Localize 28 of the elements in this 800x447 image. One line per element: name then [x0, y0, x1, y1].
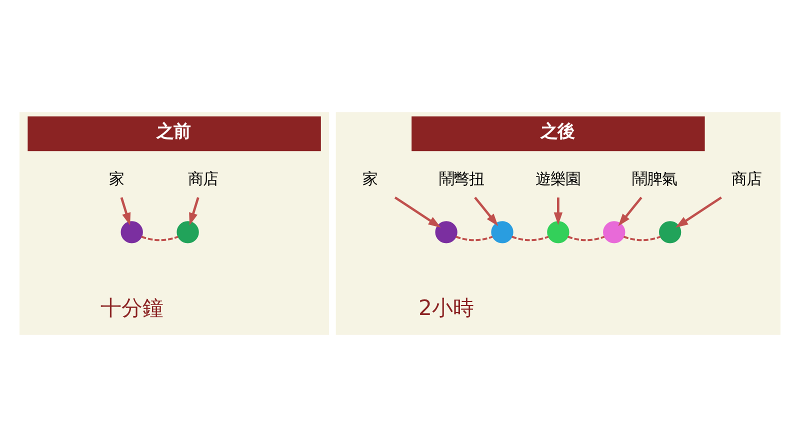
arrow	[394, 196, 441, 228]
node-circle	[547, 221, 570, 244]
connector	[456, 236, 493, 242]
node-text: 鬧脾氣	[632, 170, 678, 188]
node-text: 家	[362, 170, 378, 188]
arrow	[474, 196, 498, 226]
connector	[623, 236, 661, 242]
arrow	[554, 197, 563, 225]
node-circle	[176, 221, 199, 244]
node-circle	[658, 221, 682, 244]
node-circle	[435, 221, 458, 244]
connector	[512, 236, 549, 242]
node-circle	[491, 221, 514, 244]
arrow	[676, 196, 722, 228]
node-text: 家	[108, 170, 124, 188]
node-circle	[603, 221, 626, 244]
connector	[568, 236, 605, 242]
arrow	[618, 196, 642, 226]
node-text: 鬧彆扭	[439, 170, 484, 188]
label: 十分鐘	[100, 296, 164, 321]
node-circle	[120, 221, 143, 244]
arrow	[189, 197, 200, 226]
node-text: 商店	[188, 170, 218, 188]
label: 2小時	[418, 296, 474, 321]
node-text: 遊樂園	[536, 170, 581, 188]
connector	[141, 236, 178, 242]
node-text: 商店	[731, 170, 762, 188]
arrow	[120, 197, 131, 226]
